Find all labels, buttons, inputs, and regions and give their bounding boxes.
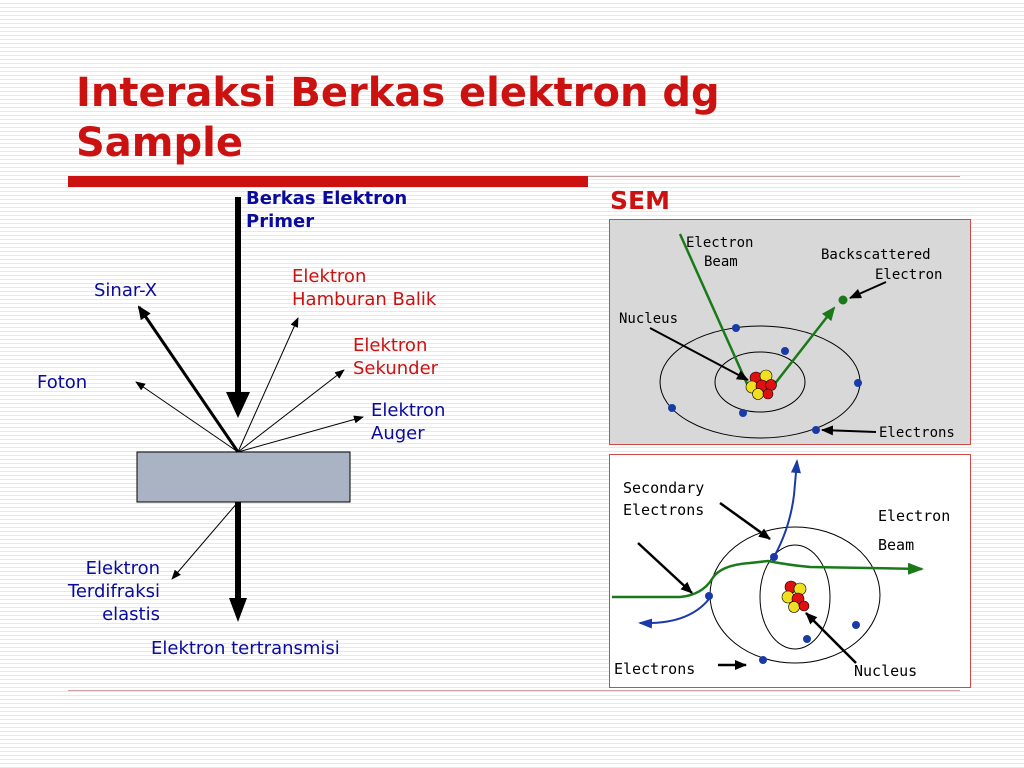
backscattered-label-line1: Backscattered	[821, 247, 931, 263]
transmitted-beam-arrowhead	[229, 598, 247, 622]
primary-beam-label: Berkas Elektron Primer	[246, 188, 408, 232]
beam-label-line2: Beam	[878, 536, 914, 554]
sem-heading: SEM	[610, 186, 670, 215]
orbit-electrons	[705, 553, 860, 664]
beam-label-line2: Beam	[704, 254, 738, 270]
backscattered-electron-dot	[838, 295, 848, 305]
title-underline-thin	[588, 176, 960, 177]
photon-label: Foton	[37, 372, 88, 393]
nucleus	[745, 369, 777, 400]
nucleus-label: Nucleus	[619, 311, 678, 327]
auger-ray	[237, 415, 364, 453]
secondary-electron-upper-path	[774, 459, 801, 556]
secondary-pointer-upper	[719, 501, 771, 541]
secondary-pointer-lower	[637, 542, 693, 594]
nucleus-pointer	[805, 612, 857, 664]
backscattered-label: Elektron Hamburan Balik	[292, 266, 437, 310]
secondary-ray	[237, 369, 345, 453]
footer-rule	[68, 690, 960, 691]
backscatter-figure: Electron Beam Backscattered Electron Nuc…	[609, 219, 971, 445]
inner-orbit	[759, 544, 831, 650]
diffracted-label: Elektron Terdifraksi elastis	[67, 558, 160, 625]
backscattered-label-line2: Electron	[875, 267, 942, 283]
beam-label-line1: Electron	[686, 235, 753, 251]
backscattered-pointer	[849, 281, 887, 299]
electrons-label: Electrons	[614, 660, 695, 678]
diffracted-ray	[171, 501, 239, 580]
transmitted-label: Elektron tertransmisi	[151, 638, 340, 659]
secondary-label-line2: Electrons	[623, 501, 704, 519]
nucleus-pointer	[649, 327, 749, 381]
title-underline-red	[68, 176, 588, 187]
primary-beam-arrowhead	[226, 392, 250, 418]
secondary-label: Elektron Sekunder	[353, 335, 439, 379]
secondary-electron-lower-path	[638, 598, 710, 629]
nucleus-label: Nucleus	[854, 662, 917, 680]
beam-label-line1: Electron	[878, 507, 950, 525]
inner-orbit	[714, 351, 806, 413]
photon-ray	[135, 381, 239, 453]
backscattered-ray	[237, 317, 299, 453]
slide-title: Interaksi Berkas elektron dg Sample	[76, 70, 720, 166]
electrons-pointer	[821, 425, 877, 436]
xray-ray	[137, 305, 240, 453]
auger-label: Elektron Auger	[371, 400, 446, 444]
secondary-label-line1: Secondary	[623, 479, 704, 497]
secondary-electron-figure: Secondary Electrons Electron Beam Electr…	[609, 454, 971, 688]
sample-block	[136, 451, 351, 503]
electron-beam-path	[612, 559, 924, 599]
electrons-label: Electrons	[879, 425, 955, 441]
nucleus	[781, 580, 810, 613]
orbit-electrons	[668, 324, 862, 434]
xray-label: Sinar-X	[94, 280, 158, 301]
